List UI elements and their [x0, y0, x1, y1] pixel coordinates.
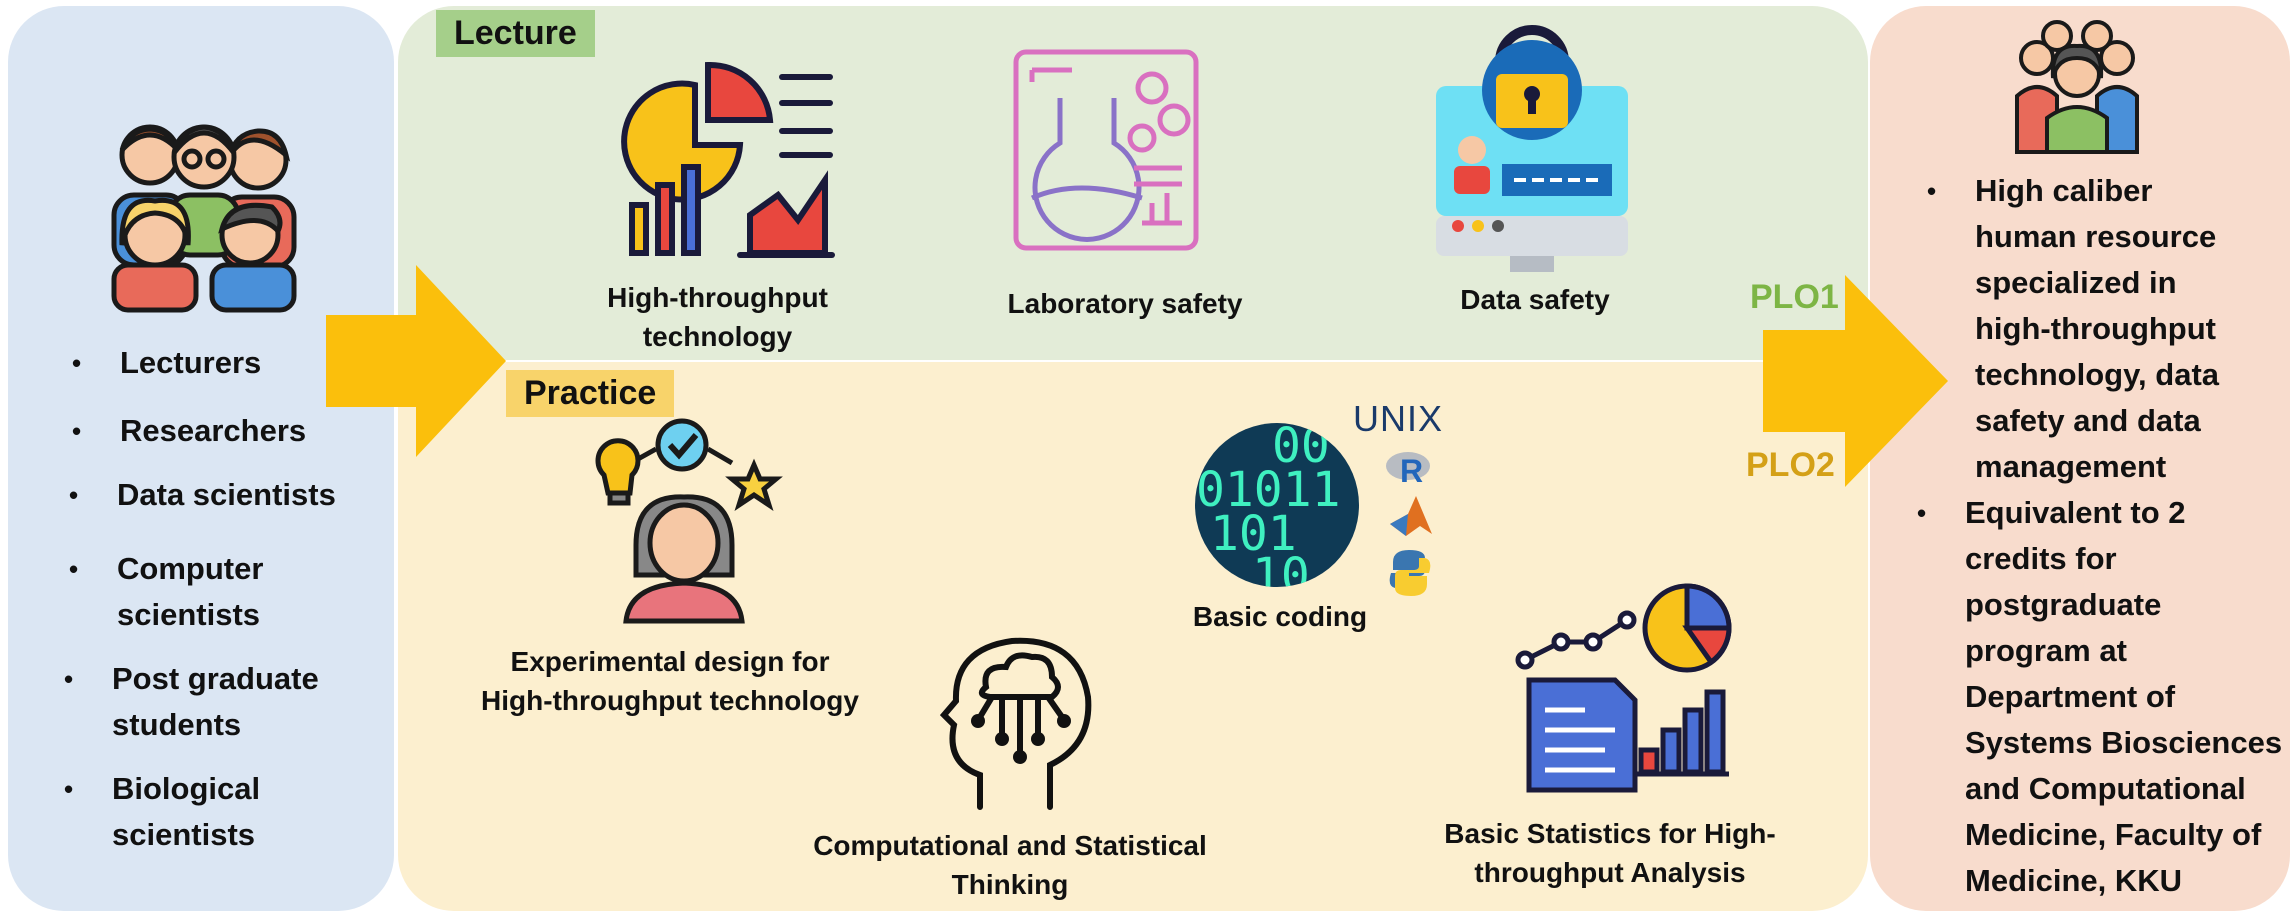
audience-text: Lecturers — [120, 345, 262, 380]
people-group-icon — [111, 124, 297, 313]
practice-label-basic-statistics: Basic Statistics for High- throughput An… — [1444, 818, 1776, 888]
outcome-item: • High caliber human resource specialized… — [1927, 168, 2285, 490]
audience-item: • Data scientists — [69, 472, 417, 518]
r-logo-icon: R — [1386, 452, 1430, 489]
unix-logo: UNIX — [1353, 398, 1444, 439]
audience-item: • Biological scientists — [64, 766, 412, 858]
outcome-text: Equivalent to 2 credits for postgraduate… — [1965, 495, 2283, 898]
lecture-tag: Lecture — [436, 10, 595, 57]
audience-text: Computer scientists — [117, 551, 264, 632]
data-security-icon — [1436, 25, 1628, 272]
plo2-label: PLO2 — [1746, 446, 1835, 484]
audience-text: Post graduate students — [112, 661, 319, 742]
bullet-icon: • — [1927, 176, 1937, 206]
practice-tag: Practice — [506, 370, 675, 417]
audience-item: • Computer scientists — [69, 546, 417, 638]
brain-circuit-icon — [939, 637, 1092, 810]
statistics-report-icon — [1515, 583, 1732, 793]
arrow-right-icon — [1763, 275, 1948, 487]
audience-item: • Post graduate students — [64, 656, 412, 748]
binary-text: 101 — [1210, 506, 1297, 562]
bullet-icon: • — [1917, 498, 1927, 528]
bullet-icon: • — [72, 416, 82, 446]
bullet-icon: • — [69, 480, 79, 510]
audience-item: • Researchers — [72, 408, 420, 454]
coding-binary-icon: 00 01011 101 10 — [1195, 423, 1359, 587]
plo1-label: PLO1 — [1750, 278, 1839, 316]
outcome-text: High caliber human resource specialized … — [1975, 173, 2220, 484]
arrow-right-icon — [326, 265, 506, 457]
practice-label-experimental-design: Experimental design for High-throughput … — [481, 646, 859, 716]
people-crowd-icon — [2015, 20, 2139, 154]
analytics-chart-icon — [621, 61, 835, 258]
audience-text: Researchers — [120, 413, 307, 448]
bullet-icon: • — [69, 554, 79, 584]
practice-label-computational-thinking: Computational and Statistical Thinking — [813, 830, 1207, 900]
flask-icon — [1013, 49, 1199, 251]
audience-text: Biological scientists — [112, 771, 261, 852]
matlab-logo-icon — [1390, 496, 1432, 536]
bullet-icon: • — [64, 774, 74, 804]
r-logo-text: R — [1400, 453, 1423, 489]
practice-label-basic-coding: Basic coding — [1192, 601, 1368, 632]
bullet-icon: • — [64, 664, 74, 694]
lecture-label-data-safety: Data safety — [1460, 284, 1610, 315]
binary-text: 01011 — [1196, 462, 1341, 518]
outcome-item: • Equivalent to 2 credits for postgraduat… — [1917, 490, 2285, 904]
bullet-icon: • — [72, 348, 82, 378]
outcome-panel — [1870, 6, 2290, 911]
python-logo-icon — [1389, 550, 1431, 596]
lecture-label-lab-safety: Laboratory safety — [1007, 288, 1243, 319]
lecture-label-high-throughput: High-throughput technology — [607, 282, 828, 352]
binary-text: 10 — [1252, 548, 1310, 604]
audience-text: Data scientists — [117, 477, 336, 512]
audience-item: • Lecturers — [72, 340, 420, 386]
idea-thinking-icon — [595, 418, 783, 624]
